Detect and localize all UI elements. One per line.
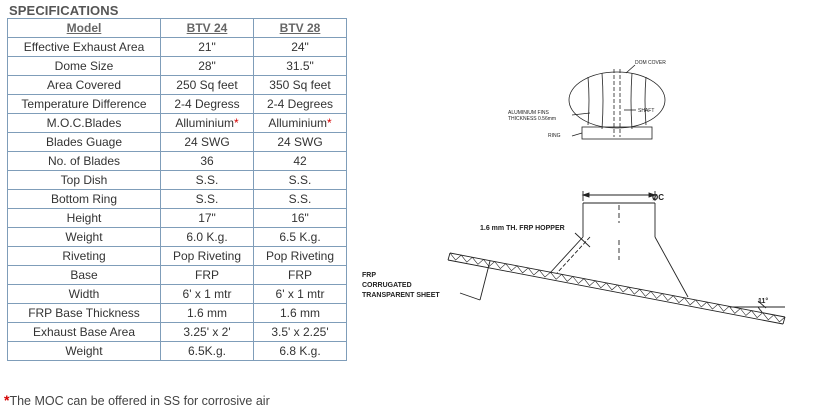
- spec-value-btv28: 6.8 K.g.: [253, 341, 347, 361]
- header-btv24: BTV 24: [160, 18, 254, 38]
- spec-value-btv28: S.S.: [253, 170, 347, 190]
- spec-label: Riveting: [7, 246, 161, 266]
- label-frp: FRP: [362, 272, 376, 279]
- spec-value-btv28: 31.5": [253, 56, 347, 76]
- dome-illustration: [568, 64, 666, 140]
- spec-value-btv24: 6' x 1 mtr: [160, 284, 254, 304]
- spec-label: Dome Size: [7, 56, 161, 76]
- header-model: Model: [7, 18, 161, 38]
- spec-label: No. of Blades: [7, 151, 161, 171]
- footnote-text: The MOC can be offered in SS for corrosi…: [9, 394, 270, 408]
- spec-value-btv24: 36: [160, 151, 254, 171]
- label-frp-hopper: 1.6 mm TH. FRP HOPPER: [480, 225, 565, 232]
- asterisk-marker: *: [234, 116, 239, 130]
- label-dom-cover: DOM COVER: [635, 60, 666, 66]
- spec-value-btv24: 1.6 mm: [160, 303, 254, 323]
- footnote-asterisk: *: [4, 392, 10, 408]
- label-shaft: SHAFT: [638, 108, 654, 114]
- spec-value-btv28: 42: [253, 151, 347, 171]
- label-thickness: THICKNESS 0.56mm: [508, 116, 556, 122]
- spec-value-btv28: 24 SWG: [253, 132, 347, 152]
- spec-value-btv28: 24": [253, 37, 347, 57]
- footnote: *The MOC can be offered in SS for corros…: [4, 392, 270, 408]
- page-title: SPECIFICATIONS: [9, 3, 119, 18]
- spec-value-btv28: S.S.: [253, 189, 347, 209]
- spec-value-btv24: 24 SWG: [160, 132, 254, 152]
- spec-value-btv24: 3.25' x 2': [160, 322, 254, 342]
- spec-label: Temperature Difference: [7, 94, 161, 114]
- spec-label: Weight: [7, 227, 161, 247]
- table-header-row: Model BTV 24 BTV 28: [7, 18, 347, 38]
- spec-label: Top Dish: [7, 170, 161, 190]
- specifications-table: Model BTV 24 BTV 28 Effective Exhaust Ar…: [7, 18, 347, 361]
- label-angle: 11°: [758, 297, 768, 305]
- spec-value-btv24: 6.5K.g.: [160, 341, 254, 361]
- ventilator-technical-drawing: DOM COVER SHAFT ALUMINIUM FINS THICKNESS…: [362, 60, 786, 325]
- spec-label: Effective Exhaust Area: [7, 37, 161, 57]
- spec-value-btv28: 3.5' x 2.25': [253, 322, 347, 342]
- spec-value-btv28: FRP: [253, 265, 347, 285]
- spec-label: Base: [7, 265, 161, 285]
- spec-label: Exhaust Base Area: [7, 322, 161, 342]
- spec-value-btv28: 6' x 1 mtr: [253, 284, 347, 304]
- spec-label: Weight: [7, 341, 161, 361]
- spec-label: Bottom Ring: [7, 189, 161, 209]
- label-aluminium-fins: ALUMINIUM FINS: [508, 110, 550, 116]
- spec-value-btv24: 28": [160, 56, 254, 76]
- spec-value-btv24: 6.0 K.g.: [160, 227, 254, 247]
- spec-value-btv28: 350 Sq feet: [253, 75, 347, 95]
- label-diameter: ØC: [652, 193, 664, 202]
- spec-label: FRP Base Thickness: [7, 303, 161, 323]
- spec-value-btv24: Pop Riveting: [160, 246, 254, 266]
- hopper-illustration: [447, 191, 786, 325]
- spec-label: M.O.C.Blades: [7, 113, 161, 133]
- asterisk-marker: *: [327, 116, 332, 130]
- spec-value-btv24: 250 Sq feet: [160, 75, 254, 95]
- spec-label: Height: [7, 208, 161, 228]
- spec-label: Area Covered: [7, 75, 161, 95]
- spec-value-btv28: 2-4 Degrees: [253, 94, 347, 114]
- spec-value-btv24: FRP: [160, 265, 254, 285]
- spec-value-btv24: 21": [160, 37, 254, 57]
- spec-value-btv28: Alluminium*: [253, 113, 347, 133]
- spec-value-btv28: 1.6 mm: [253, 303, 347, 323]
- spec-value-btv24: 2-4 Degress: [160, 94, 254, 114]
- spec-label: Blades Guage: [7, 132, 161, 152]
- spec-label: Width: [7, 284, 161, 304]
- spec-value-btv28: 6.5 K.g.: [253, 227, 347, 247]
- label-corrugated: CORRUGATED: [362, 282, 412, 289]
- label-ring: RING: [548, 133, 561, 139]
- spec-value-btv24: S.S.: [160, 189, 254, 209]
- label-transparent-sheet: TRANSPARENT SHEET: [362, 292, 440, 299]
- spec-value-btv24: Alluminium*: [160, 113, 254, 133]
- spec-value-btv28: 16": [253, 208, 347, 228]
- header-btv28: BTV 28: [253, 18, 347, 38]
- spec-value-btv24: 17": [160, 208, 254, 228]
- spec-value-btv24: S.S.: [160, 170, 254, 190]
- spec-value-btv28: Pop Riveting: [253, 246, 347, 266]
